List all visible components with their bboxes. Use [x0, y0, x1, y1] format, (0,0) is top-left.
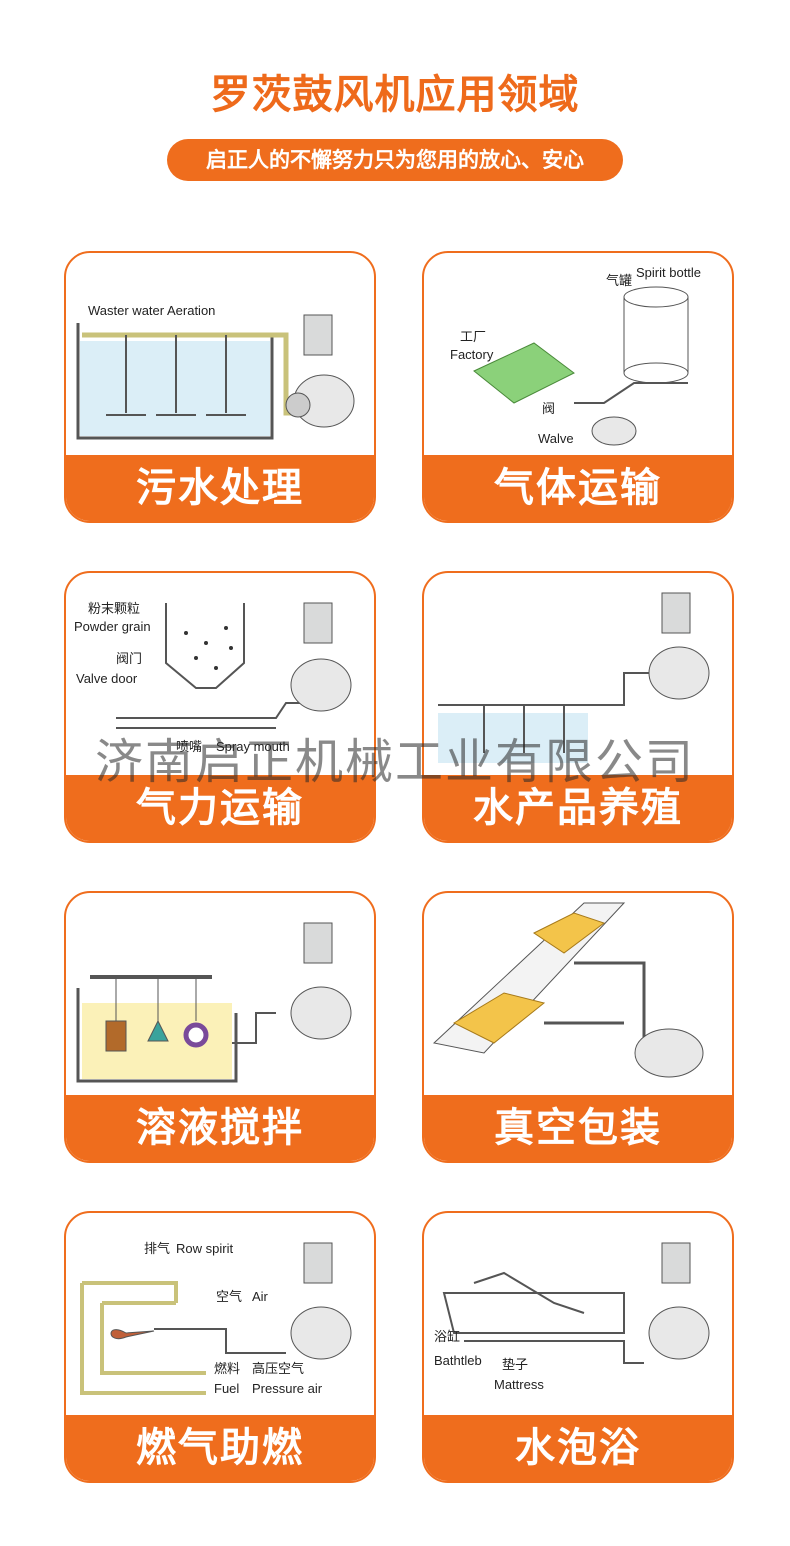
caption-powder-cn: 粉末颗粒 [88, 601, 140, 616]
caption-exhaust-cn: 排气 [144, 1241, 170, 1256]
gas-transport-illustration: 气罐 Spirit bottle 工厂 Factory 阀 Walve [450, 265, 701, 446]
caption-air-en: Air [252, 1289, 269, 1304]
page-title: 罗茨鼓风机应用领域 [210, 72, 580, 118]
caption-mattress-cn: 垫子 [502, 1357, 528, 1372]
label-aquaculture: 水产品养殖 [424, 775, 732, 841]
card-vacuum-packing: 真空包装 [422, 891, 734, 1163]
label-vacuum-packing: 真空包装 [424, 1095, 732, 1161]
caption-fuel-cn: 燃料 [214, 1361, 240, 1376]
card-gas-transport: 气罐 Spirit bottle 工厂 Factory 阀 Walve 气体运输 [422, 251, 734, 523]
caption-tank-cn: 气罐 [606, 273, 632, 288]
pneumatic-illustration: 粉末颗粒 Powder grain 阀门 Valve door 喷嘴 Spray… [74, 601, 352, 754]
caption-fuel-en: Fuel [214, 1381, 239, 1396]
label-gas-transport: 气体运输 [424, 455, 732, 521]
subtitle-banner: 启正人的不懈努力只为您用的放心、安心 [167, 139, 623, 181]
caption-spray-en: Spray mouth [216, 739, 290, 754]
bath-illustration: 浴缸 Bathtleb 垫子 Mattress [434, 1242, 710, 1392]
card-bubble-bath: 浴缸 Bathtleb 垫子 Mattress 水泡浴 [422, 1211, 734, 1483]
card-aquaculture: 水产品养殖 [422, 571, 734, 843]
caption-pressure-en: Pressure air [252, 1381, 323, 1396]
caption-powder-en: Powder grain [74, 619, 151, 634]
label-solution-mixing: 溶液搅拌 [66, 1095, 374, 1161]
caption-bathtub-cn: 浴缸 [434, 1329, 460, 1344]
company-watermark: 济南启正机械工业有限公司 [94, 734, 695, 790]
caption-valve-en: Walve [538, 431, 574, 446]
card-solution-mixing: 溶液搅拌 [64, 891, 376, 1163]
caption-spray-cn: 喷嘴 [176, 739, 202, 754]
caption-valve-cn: 阀 [542, 401, 555, 416]
caption-air-cn: 空气 [216, 1289, 242, 1304]
label-combustion: 燃气助燃 [66, 1415, 374, 1481]
caption-factory-en: Factory [450, 347, 494, 362]
caption-pressure-cn: 高压空气 [252, 1361, 304, 1376]
aquaculture-illustration [438, 592, 710, 763]
caption-bathtub-en: Bathtleb [434, 1353, 482, 1368]
caption-aeration: Waster water Aeration [88, 303, 215, 318]
card-combustion: 排气 Row spirit 空气 Air 燃料 Fuel 高压空气 Pressu… [64, 1211, 376, 1483]
wastewater-illustration: Waster water Aeration [76, 303, 355, 440]
caption-mattress-en: Mattress [494, 1377, 544, 1392]
mixing-illustration [76, 922, 352, 1083]
combustion-illustration: 排气 Row spirit 空气 Air 燃料 Fuel 高压空气 Pressu… [80, 1241, 352, 1396]
vacuum-illustration [432, 902, 704, 1078]
label-wastewater: 污水处理 [66, 455, 374, 521]
caption-valve-door-cn: 阀门 [116, 651, 142, 666]
card-wastewater: Waster water Aeration 污水处理 [64, 251, 376, 523]
caption-factory-cn: 工厂 [460, 329, 486, 344]
label-bubble-bath: 水泡浴 [424, 1415, 732, 1481]
caption-exhaust-en: Row spirit [176, 1241, 233, 1256]
card-pneumatic: 粉末颗粒 Powder grain 阀门 Valve door 喷嘴 Spray… [64, 571, 376, 843]
label-pneumatic: 气力运输 [66, 775, 374, 841]
caption-tank-en: Spirit bottle [636, 265, 701, 280]
caption-valve-door-en: Valve door [76, 671, 138, 686]
